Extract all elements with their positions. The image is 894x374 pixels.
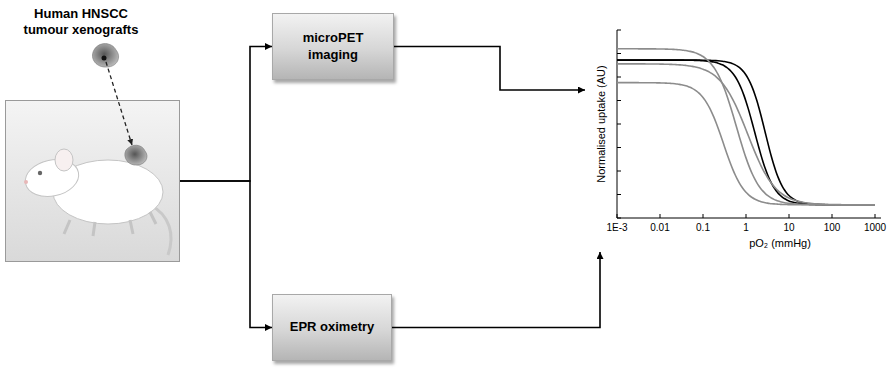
axis-tick (617, 194, 621, 195)
process-box: microPET imaging (272, 13, 394, 80)
axis-tick (703, 214, 704, 218)
axis-line (617, 30, 881, 218)
axis-title: Normalised uptake (AU) (594, 39, 608, 209)
uptake-curve (617, 83, 875, 205)
axis-tick (617, 124, 621, 125)
axis-tick (617, 77, 621, 78)
uptake-curve (617, 49, 875, 205)
tumour-icon (92, 44, 132, 145)
mouse-picture (6, 101, 179, 261)
uptake-curve (617, 64, 875, 205)
axis-tick (617, 147, 621, 148)
chart-box: Normalised uptake (AU) pO₂ (mmHg) (585, 20, 892, 252)
flow-arrow (392, 252, 600, 328)
tick-label: 1000 (864, 222, 886, 234)
heading-text: Human HNSCC tumour xenografts (16, 6, 146, 39)
mouse-picture-box: Human HNSCC tumour xenografts (5, 100, 180, 262)
tick-label: 10 (783, 222, 794, 234)
axis-tick (617, 100, 621, 101)
flow-arrow (180, 47, 272, 182)
axis-tick (617, 30, 621, 31)
axis-tick (875, 214, 876, 218)
axis-tick (617, 171, 621, 172)
tick-label: 0.01 (650, 222, 669, 234)
axis-tick (832, 214, 833, 218)
axis-tick (617, 214, 618, 218)
axis-tick (617, 53, 621, 54)
flow-arrow (180, 181, 272, 328)
uptake-chart (617, 30, 881, 218)
tick-label: 1 (743, 222, 749, 234)
axis-tick (746, 214, 747, 218)
uptake-curve (617, 60, 875, 205)
tick-label: 1E-3 (606, 222, 627, 234)
tick-label: 0.1 (696, 222, 710, 234)
process-box: EPR oximetry (272, 294, 392, 361)
axis-tick (660, 214, 661, 218)
axis-tick (789, 214, 790, 218)
tick-label: 100 (824, 222, 841, 234)
axis-tick (617, 218, 621, 219)
axis-title: pO₂ (mmHg) (725, 236, 835, 250)
box-label: microPET imaging (281, 30, 385, 63)
uptake-curve (617, 60, 875, 205)
flow-arrow (394, 47, 585, 91)
box-label: EPR oximetry (290, 319, 375, 335)
